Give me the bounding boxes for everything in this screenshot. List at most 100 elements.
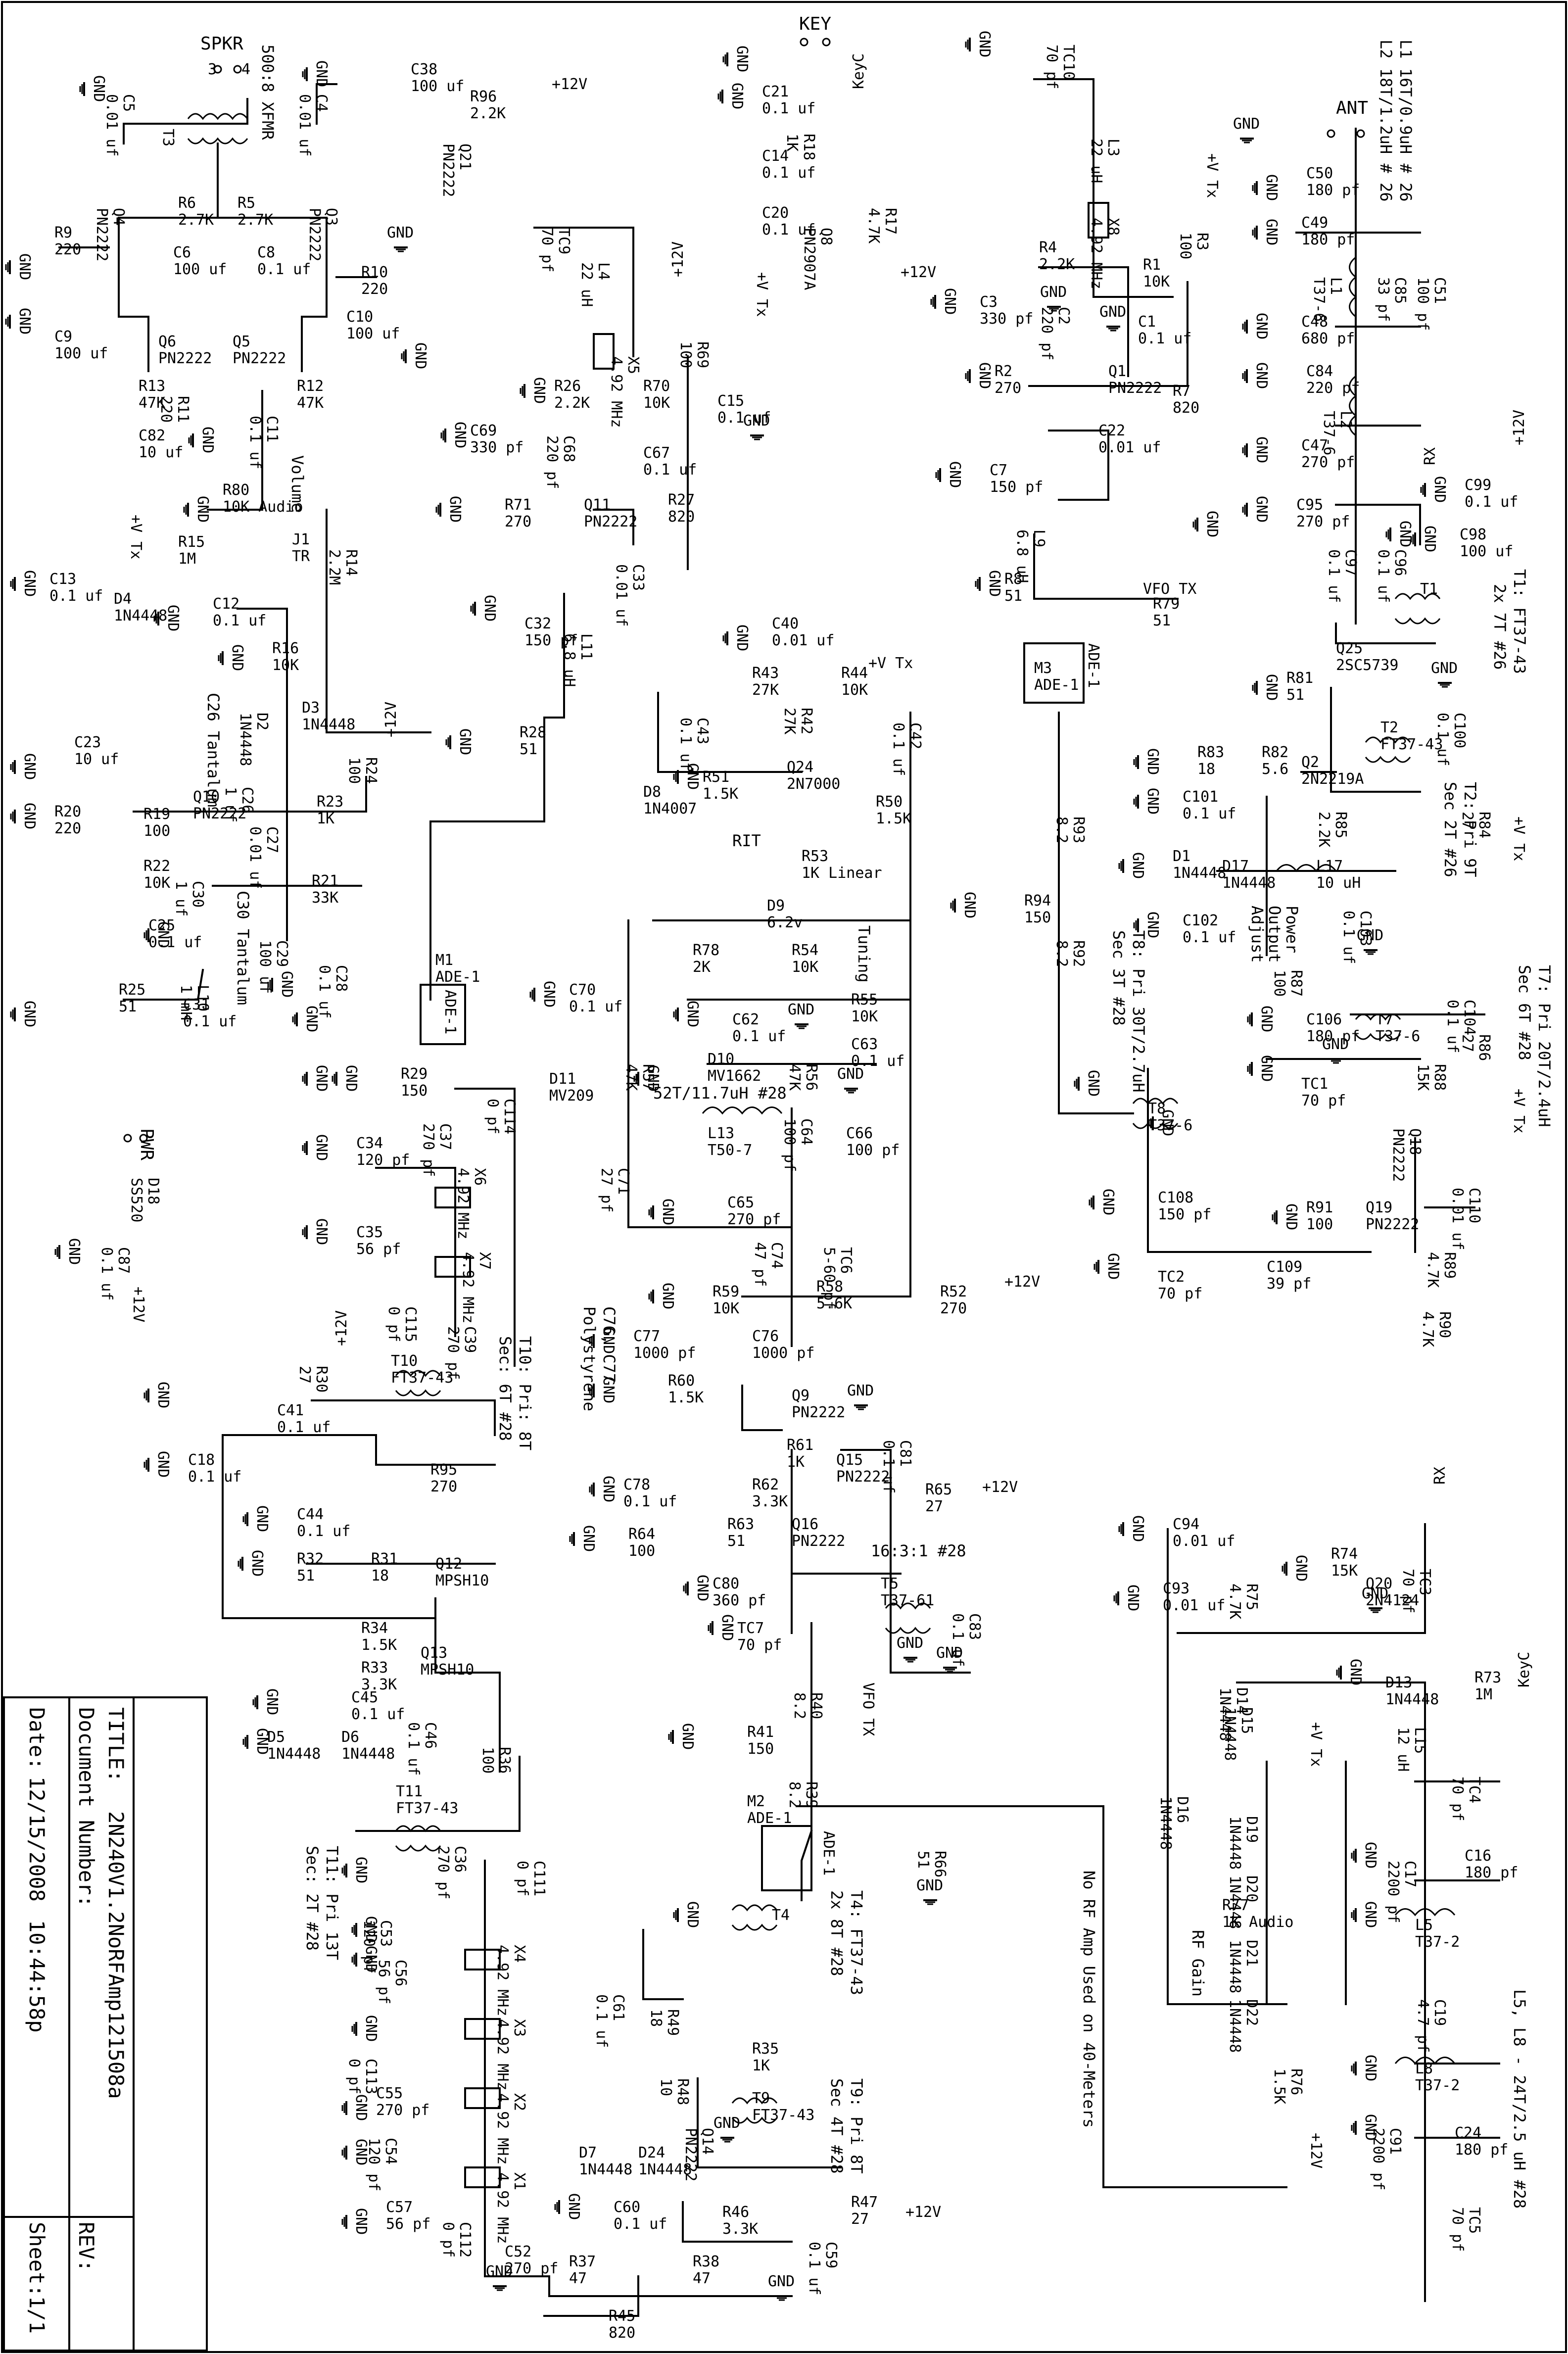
component-value: 0.1 uf	[1183, 805, 1236, 822]
component-ref: C99	[1465, 477, 1491, 494]
component-value: 4.7K	[1419, 1311, 1436, 1347]
ground-label: GND	[1159, 1109, 1176, 1136]
key-connector[interactable]: KEY	[799, 14, 831, 34]
ground-icon	[965, 37, 971, 52]
component-ref: D2	[253, 713, 271, 730]
component-ref: C98	[1460, 526, 1486, 543]
component-value: 120 pf	[356, 1152, 410, 1169]
ground-symbol: GND	[1247, 1006, 1275, 1032]
inductor-l13	[702, 1106, 783, 1115]
net-12v-6: +12V	[982, 1479, 1018, 1496]
component-ref: C27	[263, 826, 281, 853]
component-ref: C35	[356, 1224, 383, 1241]
component-value: 10K	[643, 394, 670, 412]
ground-icon	[492, 2285, 508, 2291]
ground-label: GND	[278, 971, 295, 998]
component-ref: R37	[569, 2253, 596, 2270]
component-value: 2N2219A	[1301, 770, 1364, 788]
spkr-connector[interactable]: SPKR	[200, 34, 243, 54]
ground-symbol: GND	[1351, 1842, 1379, 1869]
note-t11a: T11: Pri 13T	[323, 1846, 341, 1960]
ground-icon	[529, 987, 535, 1003]
component-ref: C83	[966, 1613, 983, 1640]
pwr-connector[interactable]: PWR	[137, 1128, 157, 1160]
ground-label: GND	[1263, 174, 1280, 201]
component-value: 270	[505, 513, 531, 530]
ground-symbol: GND	[445, 728, 474, 755]
ground-symbol: GND	[341, 2208, 370, 2235]
component-value: 70 pf	[1158, 1285, 1202, 1302]
component-value: 4.92 MHz	[454, 1168, 472, 1240]
ground-symbol: GND	[1040, 284, 1067, 312]
component-ref: R22	[143, 858, 170, 875]
component-ref: X5	[624, 356, 642, 374]
component-value: 27 pf	[598, 1168, 615, 1212]
component-ref: C19	[1431, 1999, 1448, 2026]
component-ref: C43	[694, 718, 711, 744]
ground-symbol: GND	[916, 1877, 943, 1905]
ground-icon	[1133, 754, 1139, 770]
ground-icon	[648, 1289, 654, 1304]
ground-symbol: GND	[837, 1065, 864, 1094]
component-ref: L17	[1316, 858, 1343, 875]
ground-icon	[1351, 1848, 1357, 1864]
component-ref: J1	[292, 531, 310, 548]
ground-label: GND	[1129, 1515, 1146, 1542]
component-value: 220	[361, 281, 388, 298]
component-ref: D8	[643, 783, 661, 801]
component-value: SS520	[128, 1178, 145, 1222]
component-c1: C10.1 uf	[1138, 313, 1191, 347]
ground-label: GND	[263, 1688, 281, 1715]
ground-label: GND	[713, 2114, 740, 2132]
component-value: 1N4448	[237, 713, 254, 766]
ground-label: GND	[412, 342, 429, 369]
component-ref: L3	[1104, 139, 1122, 156]
ground-symbols: GND GND GND GND GND GND GND GND GND GND GND GND GND G…	[5, 31, 1458, 2301]
component-value: 2.2K	[1039, 256, 1075, 273]
component-ref: Q13	[421, 1644, 447, 1662]
component-value: 0.1 uf	[188, 1468, 241, 1486]
component-value: 4.7 pf	[1414, 1999, 1431, 2053]
ground-icon	[470, 601, 476, 617]
ground-icon	[1351, 1907, 1357, 1923]
transformer-t5	[885, 1602, 931, 1634]
component-ref: TC2	[1158, 1268, 1185, 1286]
ground-label: GND	[976, 31, 993, 57]
component-value: 100 uf	[411, 78, 464, 95]
component-ref: Q2	[1301, 754, 1319, 771]
component-value: 820	[609, 2324, 635, 2342]
component-ref: R80	[223, 481, 249, 499]
component-value: 0.1 uf	[316, 965, 333, 1018]
ground-symbol: GND	[401, 342, 429, 369]
component-ref: C113	[362, 2059, 380, 2094]
component-value: 0.01 uf	[613, 564, 630, 626]
ground-icon	[351, 1952, 357, 1968]
component-ref: R90	[1436, 1311, 1453, 1338]
ground-symbol: GND	[950, 892, 978, 918]
component-value: FT37-43	[1380, 736, 1443, 753]
component-ref: R18	[800, 134, 817, 160]
ground-symbol: GND	[387, 224, 414, 252]
ant-connector[interactable]: ANT	[1336, 98, 1368, 118]
ground-symbol: GND	[183, 496, 211, 523]
component-value: 2.7K	[238, 211, 273, 229]
ground-label: GND	[916, 1877, 943, 1894]
